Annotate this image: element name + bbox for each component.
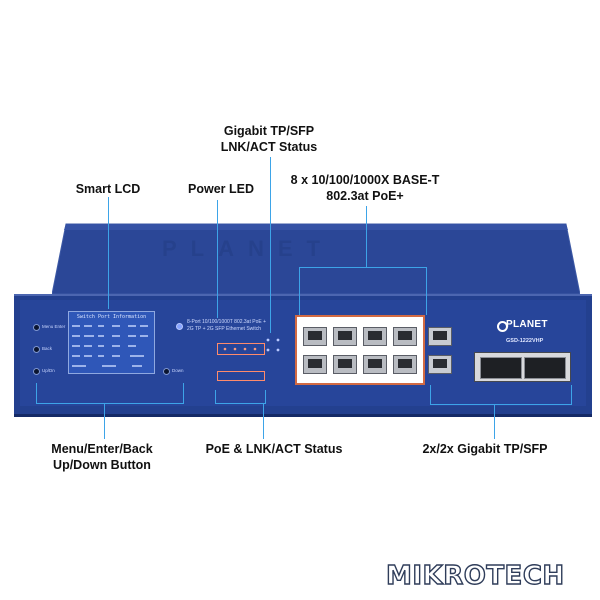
callout-bracket-poe-right	[265, 390, 266, 403]
rj45-port-8[interactable]	[393, 355, 417, 374]
callout-line-buttons	[104, 403, 105, 439]
label-power-led: Power LED	[188, 182, 254, 196]
callout-line-sfp	[494, 404, 495, 439]
lcd-title: Switch Port Information	[76, 314, 147, 320]
callout-bracket-sfp	[430, 404, 572, 405]
mikrotech-watermark: MIKROTECH	[385, 560, 565, 591]
callout-bracket-poe-left	[215, 390, 216, 403]
sfp-port-block	[474, 352, 571, 382]
callout-bracket-copper-ports	[299, 267, 426, 268]
switch-top-surface: PLANET	[52, 223, 580, 295]
planet-logo-icon	[497, 321, 508, 332]
back-button[interactable]	[33, 346, 40, 353]
device-description: 8-Port 10/100/1000T 802.3at PoE + 2G TP …	[187, 319, 266, 332]
gigabit-led-column	[266, 338, 280, 352]
sfp-port-11[interactable]	[480, 357, 522, 379]
callout-bracket-poe	[215, 403, 266, 404]
callout-bracket-copper-right	[426, 267, 427, 315]
menu-enter-button-label: Menu Enter	[42, 324, 66, 329]
label-menu-buttons: Menu/Enter/Back Up/Down Button	[51, 442, 153, 472]
up-button-label: Up/Dn	[42, 368, 55, 373]
menu-enter-button[interactable]	[33, 324, 40, 331]
rj45-port-2[interactable]	[303, 355, 327, 374]
up-button[interactable]	[33, 368, 40, 375]
rj45-port-7[interactable]	[393, 327, 417, 346]
callout-line-gigabit-status	[270, 157, 271, 333]
callout-line-copper-ports	[366, 206, 367, 267]
back-button-label: Back	[42, 346, 53, 351]
rj45-port-6[interactable]	[363, 355, 387, 374]
smart-lcd-screen: Switch Port Information	[68, 311, 155, 374]
callout-bracket-buttons-right	[183, 383, 184, 403]
callout-bracket-sfp-left	[430, 385, 431, 404]
lcd-port-grid	[72, 323, 151, 370]
callout-line-poe	[263, 403, 264, 439]
poe-port-block	[295, 315, 425, 385]
poe-led-row	[223, 347, 257, 351]
down-button[interactable]	[163, 368, 170, 375]
callout-bracket-sfp-right	[571, 385, 572, 404]
rj45-port-4[interactable]	[333, 355, 357, 374]
label-sfp-ports: 2x/2x Gigabit TP/SFP	[422, 442, 548, 456]
lnk-act-led-group	[217, 371, 265, 381]
brand-logo: PLANET	[506, 319, 548, 330]
down-button-label: Down	[172, 368, 184, 373]
label-gigabit-tp-sfp-status: Gigabit TP/SFP LNK/ACT Status	[220, 124, 318, 154]
callout-line-smart-lcd	[108, 197, 109, 309]
poe-led-group	[217, 343, 265, 355]
svg-text:PLANET: PLANET	[162, 236, 334, 261]
label-copper-ports: 8 x 10/100/1000X BASE-T 802.3at PoE+	[290, 173, 440, 203]
model-number: GSD-1222VHP	[506, 338, 544, 344]
sfp-port-12[interactable]	[524, 357, 566, 379]
rj45-port-5[interactable]	[363, 327, 387, 346]
tp-uplink-port-9[interactable]	[428, 327, 452, 346]
rj45-port-1[interactable]	[303, 327, 327, 346]
label-smart-lcd: Smart LCD	[75, 182, 141, 196]
callout-bracket-buttons	[36, 403, 184, 404]
tp-uplink-port-10[interactable]	[428, 355, 452, 374]
callout-bracket-copper-left	[299, 267, 300, 315]
label-poe-status: PoE & LNK/ACT Status	[205, 442, 343, 456]
callout-bracket-buttons-left	[36, 383, 37, 403]
callout-line-power-led	[217, 200, 218, 318]
rj45-port-3[interactable]	[333, 327, 357, 346]
power-led	[176, 323, 183, 330]
